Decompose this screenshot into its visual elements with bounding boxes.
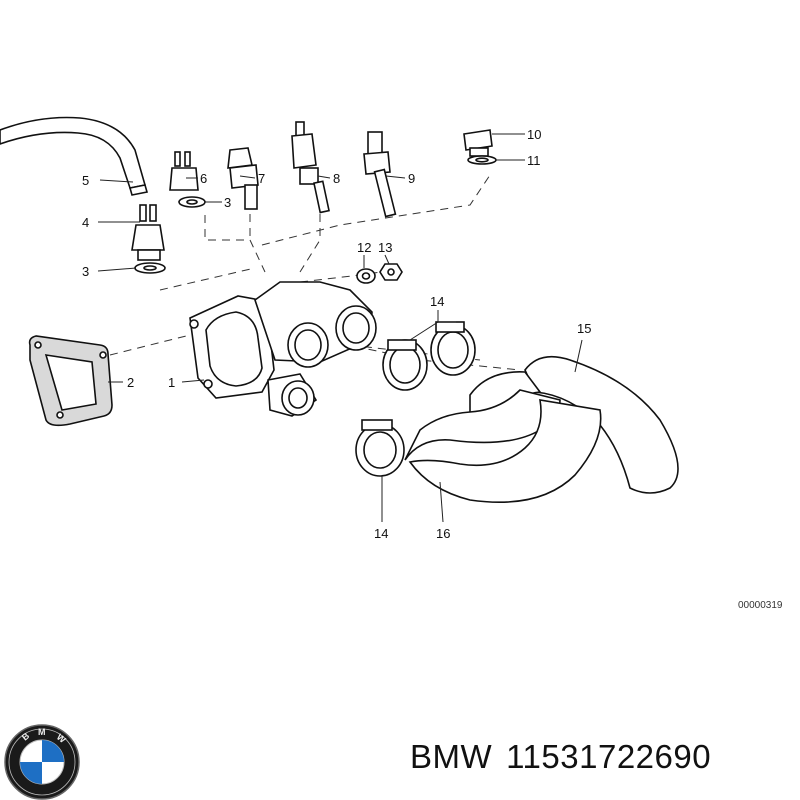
- svg-text:M: M: [38, 727, 46, 737]
- part-13-nut: [379, 263, 403, 281]
- part-number: 11531722690: [506, 738, 712, 775]
- callout-7: 7: [258, 171, 265, 186]
- callout-4: 4: [82, 215, 89, 230]
- callout-14-upper: 14: [430, 294, 444, 309]
- brand-part-number-line: BMW 11531722690: [410, 738, 725, 776]
- callout-13: 13: [378, 240, 392, 255]
- callout-2: 2: [127, 375, 134, 390]
- part-14-hose-clamp-upper-a: [382, 339, 428, 391]
- callout-6: 6: [200, 171, 207, 186]
- part-3-washer-upper: [178, 196, 206, 208]
- part-2-gasket: [28, 335, 113, 427]
- part-12-nut: [356, 268, 376, 284]
- part-14-hose-clamp-upper-b: [430, 321, 476, 376]
- brand-name: BMW: [410, 738, 493, 775]
- part-6-sensor: [169, 151, 199, 191]
- callout-11: 11: [527, 153, 541, 168]
- leader-lines: [97, 133, 583, 523]
- assembly-dashed-lines: [109, 174, 521, 371]
- callout-1: 1: [168, 375, 175, 390]
- svg-text:B: B: [20, 730, 32, 742]
- callout-8: 8: [333, 171, 340, 186]
- part-5-vent-hose: [0, 116, 149, 196]
- callout-10: 10: [527, 127, 541, 142]
- part-8-sensor: [291, 121, 330, 214]
- callout-14-lower: 14: [374, 526, 388, 541]
- callout-5: 5: [82, 173, 89, 188]
- part-7-sensor: [227, 147, 259, 210]
- callout-3-lower: 3: [82, 264, 89, 279]
- callout-3-upper: 3: [224, 195, 231, 210]
- part-16-coolant-hose: [404, 389, 602, 503]
- callout-12: 12: [357, 240, 371, 255]
- part-3-washer-lower: [134, 262, 166, 274]
- part-9-sensor: [363, 131, 397, 218]
- part-1-coolant-housing: [189, 281, 377, 417]
- part-11-seal-ring: [467, 155, 497, 165]
- diagram-reference-code: 00000319: [738, 600, 783, 611]
- part-4-temperature-switch: [131, 204, 165, 261]
- part-10-plug: [463, 129, 493, 157]
- callout-16: 16: [436, 526, 450, 541]
- part-14-hose-clamp-lower: [355, 419, 405, 477]
- callout-9: 9: [408, 171, 415, 186]
- callout-15: 15: [577, 321, 591, 336]
- bmw-logo: B M W: [4, 724, 80, 800]
